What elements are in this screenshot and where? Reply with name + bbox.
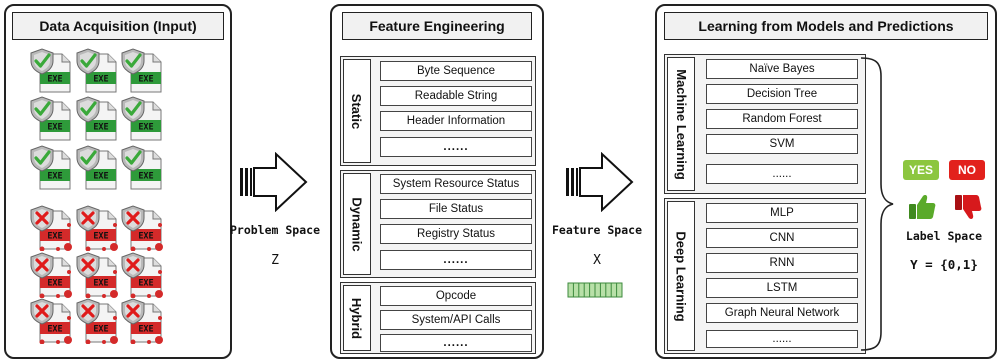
svg-text:EXE: EXE	[93, 123, 108, 133]
svg-text:EXE: EXE	[93, 279, 108, 289]
models-panel: Learning from Models and Predictions Mac…	[655, 4, 997, 359]
svg-text:EXE: EXE	[47, 325, 62, 335]
benign-exe-file-icon: EXE	[30, 48, 71, 93]
malicious-exe-file-icon: EXE	[121, 298, 163, 344]
model-item: Naïve Bayes	[706, 59, 858, 79]
feature-space-symbol: X	[593, 253, 601, 268]
malicious-exe-file-icon: EXE	[76, 205, 118, 251]
problem-space-label: Problem Space	[229, 223, 320, 237]
svg-text:EXE: EXE	[138, 325, 153, 335]
svg-text:EXE: EXE	[47, 123, 62, 133]
benign-exe-file-icon: EXE	[76, 48, 117, 93]
feature-item: Registry Status	[380, 224, 532, 244]
arrow-right-icon	[240, 152, 308, 212]
svg-text:EXE: EXE	[138, 279, 153, 289]
problem-space-symbol: Z	[271, 253, 279, 268]
feature-item: Opcode	[380, 286, 532, 306]
feature-space-label: Feature Space	[551, 223, 642, 237]
svg-text:EXE: EXE	[93, 172, 108, 182]
feature-item: ......	[380, 334, 532, 352]
feature-item: ......	[380, 137, 532, 157]
feature-item: File Status	[380, 199, 532, 219]
feature-item: Byte Sequence	[380, 61, 532, 81]
dynamic-group-label: Dynamic	[343, 173, 371, 275]
feature-item: ......	[380, 250, 532, 270]
model-item: CNN	[706, 228, 858, 248]
benign-exe-file-icon: EXE	[121, 145, 162, 190]
arrow-right-icon	[566, 152, 634, 212]
benign-exe-file-icon: EXE	[121, 48, 162, 93]
malicious-exe-file-icon: EXE	[76, 252, 118, 298]
feature-item: System/API Calls	[380, 310, 532, 330]
static-group-label: Static	[343, 59, 371, 163]
malicious-exe-file-icon: EXE	[30, 298, 72, 344]
thumbs-down-icon	[955, 195, 982, 219]
thumbs-up-icon	[909, 195, 936, 219]
svg-text:EXE: EXE	[47, 75, 62, 85]
feature-engineering-title: Feature Engineering	[342, 12, 532, 40]
hybrid-group-label: Hybrid	[343, 285, 371, 351]
benign-exe-file-icon: EXE	[76, 96, 117, 141]
malicious-exe-file-icon: EXE	[121, 252, 163, 298]
malicious-exe-file-icon: EXE	[76, 298, 118, 344]
label-space-formula: Y = {0,1}	[910, 257, 978, 272]
model-item: ......	[706, 330, 858, 348]
deep-learning-group	[664, 198, 866, 354]
deep-learning-label: Deep Learning	[667, 201, 695, 351]
svg-text:EXE: EXE	[93, 232, 108, 242]
model-item: RNN	[706, 253, 858, 273]
svg-text:EXE: EXE	[47, 172, 62, 182]
svg-text:EXE: EXE	[93, 325, 108, 335]
machine-learning-label: Machine Learning	[667, 57, 695, 191]
benign-exe-file-icon: EXE	[121, 96, 162, 141]
yes-badge: YES	[903, 160, 939, 180]
svg-text:EXE: EXE	[93, 75, 108, 85]
data-acquisition-title: Data Acquisition (Input)	[12, 12, 224, 40]
malicious-exe-file-icon: EXE	[121, 205, 163, 251]
no-badge: NO	[949, 160, 985, 180]
benign-exe-file-icon: EXE	[76, 145, 117, 190]
model-item: Graph Neural Network	[706, 303, 858, 323]
model-item: LSTM	[706, 278, 858, 298]
feature-item: Readable String	[380, 86, 532, 106]
benign-exe-file-icon: EXE	[30, 96, 71, 141]
malicious-exe-file-icon: EXE	[30, 252, 72, 298]
models-title: Learning from Models and Predictions	[664, 12, 988, 40]
feature-vector-icon	[567, 282, 623, 298]
model-item: Decision Tree	[706, 84, 858, 104]
feature-engineering-panel: Feature Engineering Static Byte Sequence…	[330, 4, 544, 359]
brace-connector	[860, 57, 894, 351]
feature-item: System Resource Status	[380, 174, 532, 194]
exe-file-grid: EXE EXE EXE EXE EXE EXE EXE EXE EXE EXE EXE EXE EXE E…	[6, 6, 230, 357]
model-item: SVM	[706, 134, 858, 154]
svg-text:EXE: EXE	[138, 75, 153, 85]
svg-text:EXE: EXE	[138, 232, 153, 242]
svg-text:EXE: EXE	[138, 172, 153, 182]
model-item: ......	[706, 164, 858, 184]
malicious-exe-file-icon: EXE	[30, 205, 72, 251]
feature-item: Header Information	[380, 111, 532, 131]
label-space-title: Label Space	[905, 229, 983, 243]
model-item: MLP	[706, 203, 858, 223]
model-item: Random Forest	[706, 109, 858, 129]
svg-text:EXE: EXE	[47, 232, 62, 242]
benign-exe-file-icon: EXE	[30, 145, 71, 190]
svg-text:EXE: EXE	[47, 279, 62, 289]
svg-text:EXE: EXE	[138, 123, 153, 133]
